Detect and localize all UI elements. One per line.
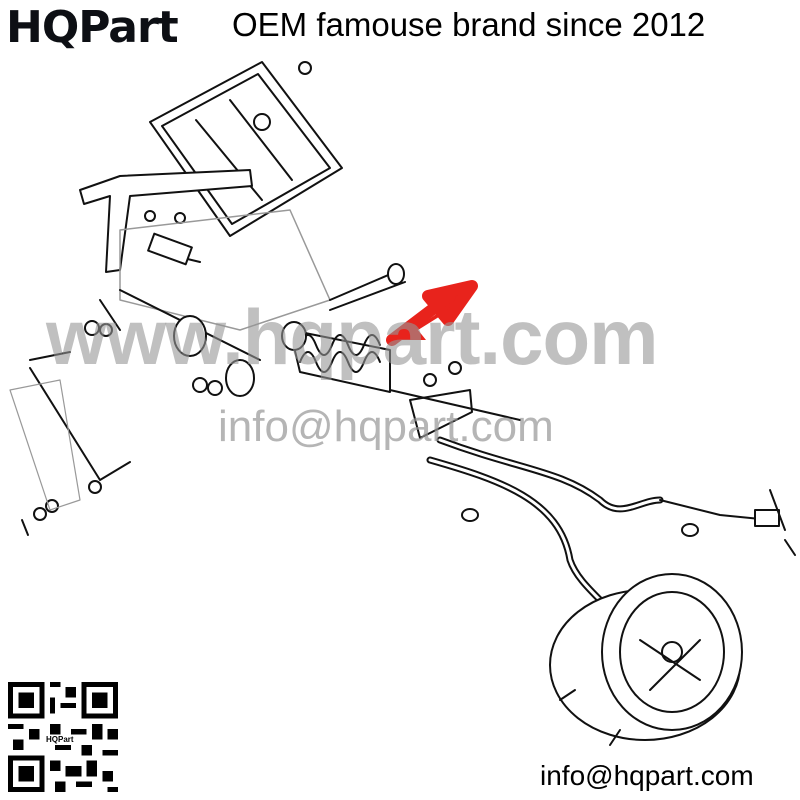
pedal-arm: [79, 169, 253, 273]
contact-email: info@hqpart.com: [540, 760, 754, 791]
brand-logo: HQPart: [6, 2, 179, 53]
qr-logo-label: HQPart: [45, 735, 75, 744]
red-arrow-shaft: [386, 280, 478, 346]
cable-bracket: [409, 389, 473, 439]
linkage-rod: [9, 351, 131, 536]
washers: [33, 320, 462, 521]
pedal-pad: [149, 61, 343, 237]
mount-plate: [119, 209, 331, 331]
website-watermark: www.hqpart.com: [46, 293, 658, 381]
email-watermark: info@hqpart.com: [218, 402, 554, 451]
return-spring: [281, 321, 391, 393]
pivot-shaft: [99, 232, 406, 361]
tagline: OEM famouse brand since 2012: [232, 6, 706, 43]
brake-drum: [549, 573, 743, 746]
rod: [389, 389, 521, 421]
qr-code: [8, 682, 118, 792]
